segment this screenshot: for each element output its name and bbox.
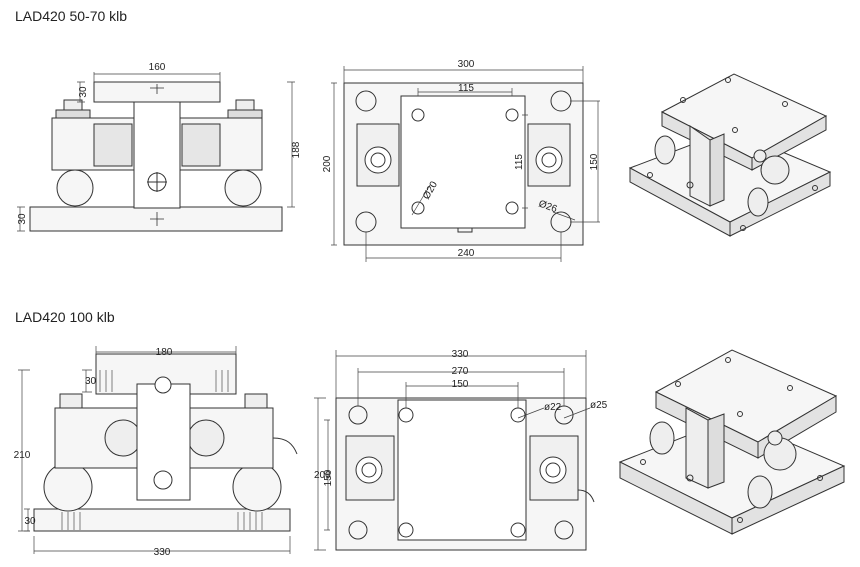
bottom-side-width: 180 <box>156 347 173 358</box>
top-plan-inner-v: 115 <box>514 154 525 170</box>
top-iso-view <box>628 73 832 237</box>
top-side-height: 188 <box>291 141 302 158</box>
top-side-width: 160 <box>149 62 166 73</box>
bottom-plan-width: 330 <box>452 349 469 360</box>
bottom-side-cap: 30 <box>85 376 97 387</box>
title-top: LAD420 50-70 klb <box>15 8 128 24</box>
bottom-plan-view <box>314 350 595 551</box>
top-plan-hole-span-h: 240 <box>458 248 475 259</box>
bottom-side-base-width: 330 <box>154 547 171 558</box>
top-plan-view <box>331 66 600 262</box>
bottom-plan-270: 270 <box>452 366 469 377</box>
bottom-plan-150: 150 <box>452 379 469 390</box>
bottom-iso-view <box>618 349 846 535</box>
top-side-base: 30 <box>17 213 28 225</box>
bottom-plan-height: 200 <box>314 470 331 481</box>
top-side-dims <box>17 72 295 232</box>
bottom-side-height: 210 <box>14 450 31 461</box>
top-side-view <box>17 72 295 232</box>
top-plan-inner: 115 <box>458 83 474 94</box>
top-plan-hole-span-v: 150 <box>589 153 600 170</box>
top-plan-width: 300 <box>458 59 475 70</box>
title-bottom: LAD420 100 klb <box>15 309 115 325</box>
bottom-side-base: 30 <box>24 516 36 527</box>
bottom-plan-inner-v: 150 <box>323 469 334 486</box>
bottom-plan-dia-small: ø22 <box>544 402 562 413</box>
bottom-side-view <box>18 346 298 554</box>
bottom-plan-dia-large: ø25 <box>590 400 608 411</box>
top-plan-height: 200 <box>322 155 333 172</box>
top-side-cap: 30 <box>78 86 89 98</box>
